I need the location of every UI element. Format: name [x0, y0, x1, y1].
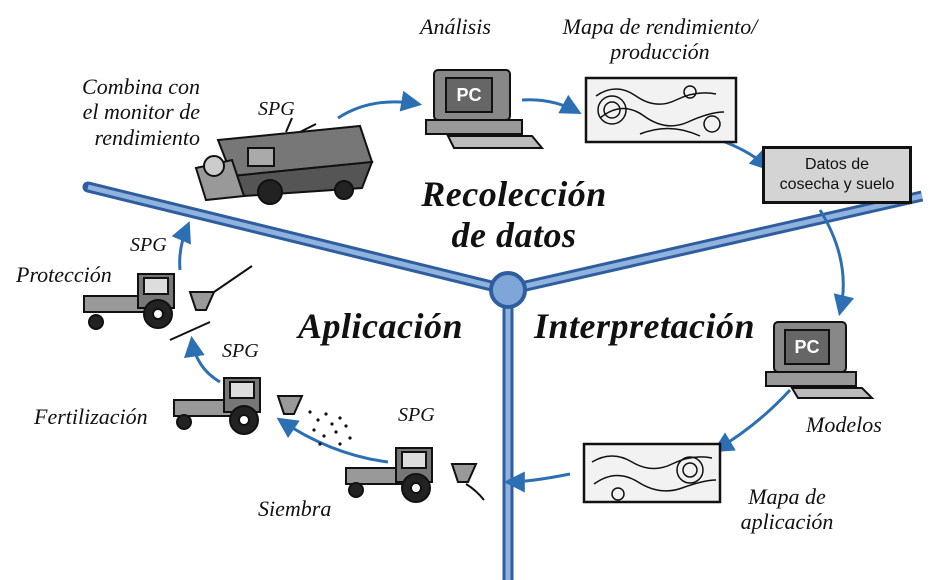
phase-collection-line-2: de datos	[451, 215, 577, 256]
combine-label-line-1: Combina con	[82, 74, 200, 99]
tractor-icon-sowing	[345, 447, 485, 503]
phase-application-title: Aplicación	[298, 306, 463, 346]
arrow-pc-to-map	[521, 94, 582, 114]
analysis-label: Análisis	[420, 14, 491, 39]
computer-icon-analysis: PC	[425, 69, 545, 149]
arrow-sowing-to-fert	[276, 417, 389, 464]
gps-label-protection: SPG	[130, 234, 167, 256]
tractor-icon-fertilization	[173, 377, 352, 446]
combine-label-line-2: el monitor de	[82, 99, 200, 125]
arrow-combine-to-pc	[337, 90, 423, 120]
dividing-axes	[82, 181, 924, 580]
gps-label-combine: SPG	[258, 98, 295, 120]
phase-interpretation-title: Interpretación	[534, 306, 756, 346]
protection-label: Protección	[16, 262, 112, 287]
arrow-pc-to-appmap	[712, 388, 792, 453]
contour-map-icon-yield	[584, 76, 738, 144]
application-map-label: Mapa de aplicación	[722, 484, 852, 535]
pc-label-1: PC	[456, 85, 481, 105]
arrow-fert-to-protect	[183, 335, 221, 384]
models-label: Modelos	[806, 412, 882, 437]
arrow-map-to-data	[719, 138, 771, 171]
pc-label-2: PC	[794, 337, 819, 357]
yield-map-label: Mapa de rendimiento/ producción	[540, 14, 780, 65]
harvest-data-line-2: cosecha y suelo	[779, 176, 895, 193]
gps-label-sowing: SPG	[398, 404, 435, 426]
application-map-label-line-1: Mapa de	[748, 484, 826, 509]
gps-label-fertilization: SPG	[222, 340, 259, 362]
combine-label: Combina con el monitor de rendimiento	[42, 74, 200, 150]
application-map-label-line-2: aplicación	[740, 509, 834, 535]
computer-icon-models: PC	[765, 321, 875, 399]
harvest-data-box: Datos de cosecha y suelo	[762, 146, 912, 204]
combine-label-line-3: rendimiento	[94, 124, 201, 150]
yield-map-label-line-2: producción	[610, 39, 710, 65]
harvest-data-line-1: Datos de	[804, 156, 870, 173]
yield-map-label-line-1: Mapa de rendimiento/	[562, 14, 758, 39]
sowing-label: Siembra	[258, 496, 332, 521]
fertilization-label: Fertilización	[34, 404, 148, 429]
arrow-appmap-to-sowing	[503, 471, 571, 493]
tractor-icon-protection	[83, 265, 253, 341]
contour-map-icon-application	[582, 442, 722, 504]
combine-harvester-icon	[194, 117, 374, 205]
arrow-protect-to-combine	[171, 221, 191, 271]
phase-collection-title: Recolección de datos	[414, 174, 614, 257]
arrow-data-to-pc	[818, 209, 855, 317]
phase-collection-line-1: Recolección	[421, 174, 607, 214]
axes-hub	[489, 271, 527, 309]
